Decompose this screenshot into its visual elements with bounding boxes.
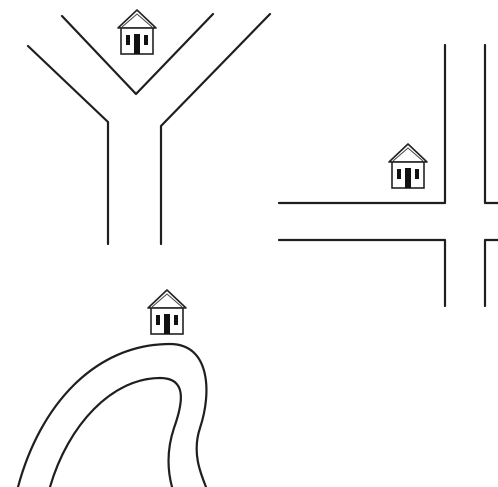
y-road-outer-left-edge <box>28 46 108 244</box>
curved-road <box>18 344 206 487</box>
crossroads-panel <box>279 45 498 306</box>
crossroads-bottom-right-corner-edge <box>485 240 498 306</box>
house-icon <box>389 144 427 188</box>
y-road-outer-right-edge <box>161 14 270 244</box>
crossroads-top-right-corner-edge <box>485 45 498 203</box>
crossroads-bottom-left-corner-edge <box>279 240 445 306</box>
house-icon <box>148 290 186 334</box>
house-icon <box>118 10 156 54</box>
curved-road-panel <box>18 290 206 487</box>
curved-road-inner-edge <box>50 378 181 487</box>
crossroads-road <box>279 45 498 306</box>
y-junction-panel <box>28 10 270 244</box>
